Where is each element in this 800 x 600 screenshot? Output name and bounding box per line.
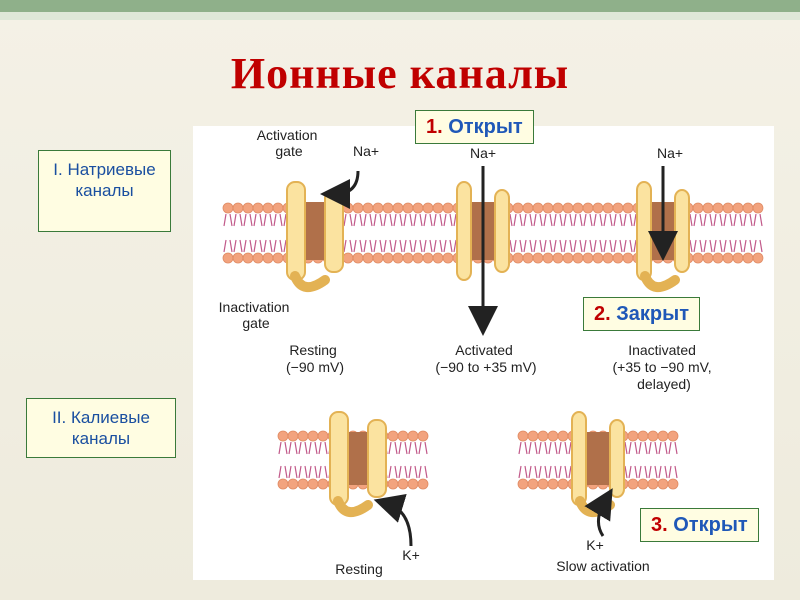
state-inactivated: Inactivated (+35 to −90 mV, delayed) [613,342,716,392]
status-open-3: 3. Открыт [640,508,759,542]
state-slow-activation: Slow activation [556,558,649,574]
diagram-panel: Activation gate Na+ Na+ Na+ Inactivation… [193,126,774,580]
top-bar-light [0,12,800,20]
na-arrow-resting [320,170,360,209]
ion-channel-diagram: Activation gate Na+ Na+ Na+ Inactivation… [219,127,764,577]
na-ion-label-resting: Na+ [353,143,379,159]
status-open-1: 1. Открыт [415,110,534,144]
state-resting-k: Resting [335,561,382,577]
potassium-channels-label: II. Калиевые каналы [52,408,150,448]
k-arrow-resting [373,494,413,547]
membrane-k-slow [517,430,679,490]
potassium-channels-box: II. Калиевые каналы [26,398,176,458]
sodium-channels-box: I. Натриевые каналы [38,150,171,232]
top-bar [0,0,800,12]
status-closed-2: 2. Закрыт [583,297,701,331]
k-arrow-slow [584,488,613,537]
activation-gate-label: Activation gate [257,127,322,159]
na-channel-resting [286,181,344,292]
k-channel-slow [571,411,625,517]
k-ion-label-slow: K+ [586,537,604,553]
k-ion-label-resting: K+ [402,547,420,563]
na-ion-label-inactivated: Na+ [657,145,683,161]
sodium-channels-label: I. Натриевые каналы [53,160,156,200]
inactivation-gate-label: Inactivation gate [219,299,294,331]
k-channel-resting [329,411,387,517]
slide-title: Ионные каналы [230,49,570,98]
state-resting-na: Resting (−90 mV) [286,342,344,375]
na-ion-label-activated: Na+ [470,145,496,161]
state-activated: Activated (−90 to +35 mV) [435,342,536,375]
